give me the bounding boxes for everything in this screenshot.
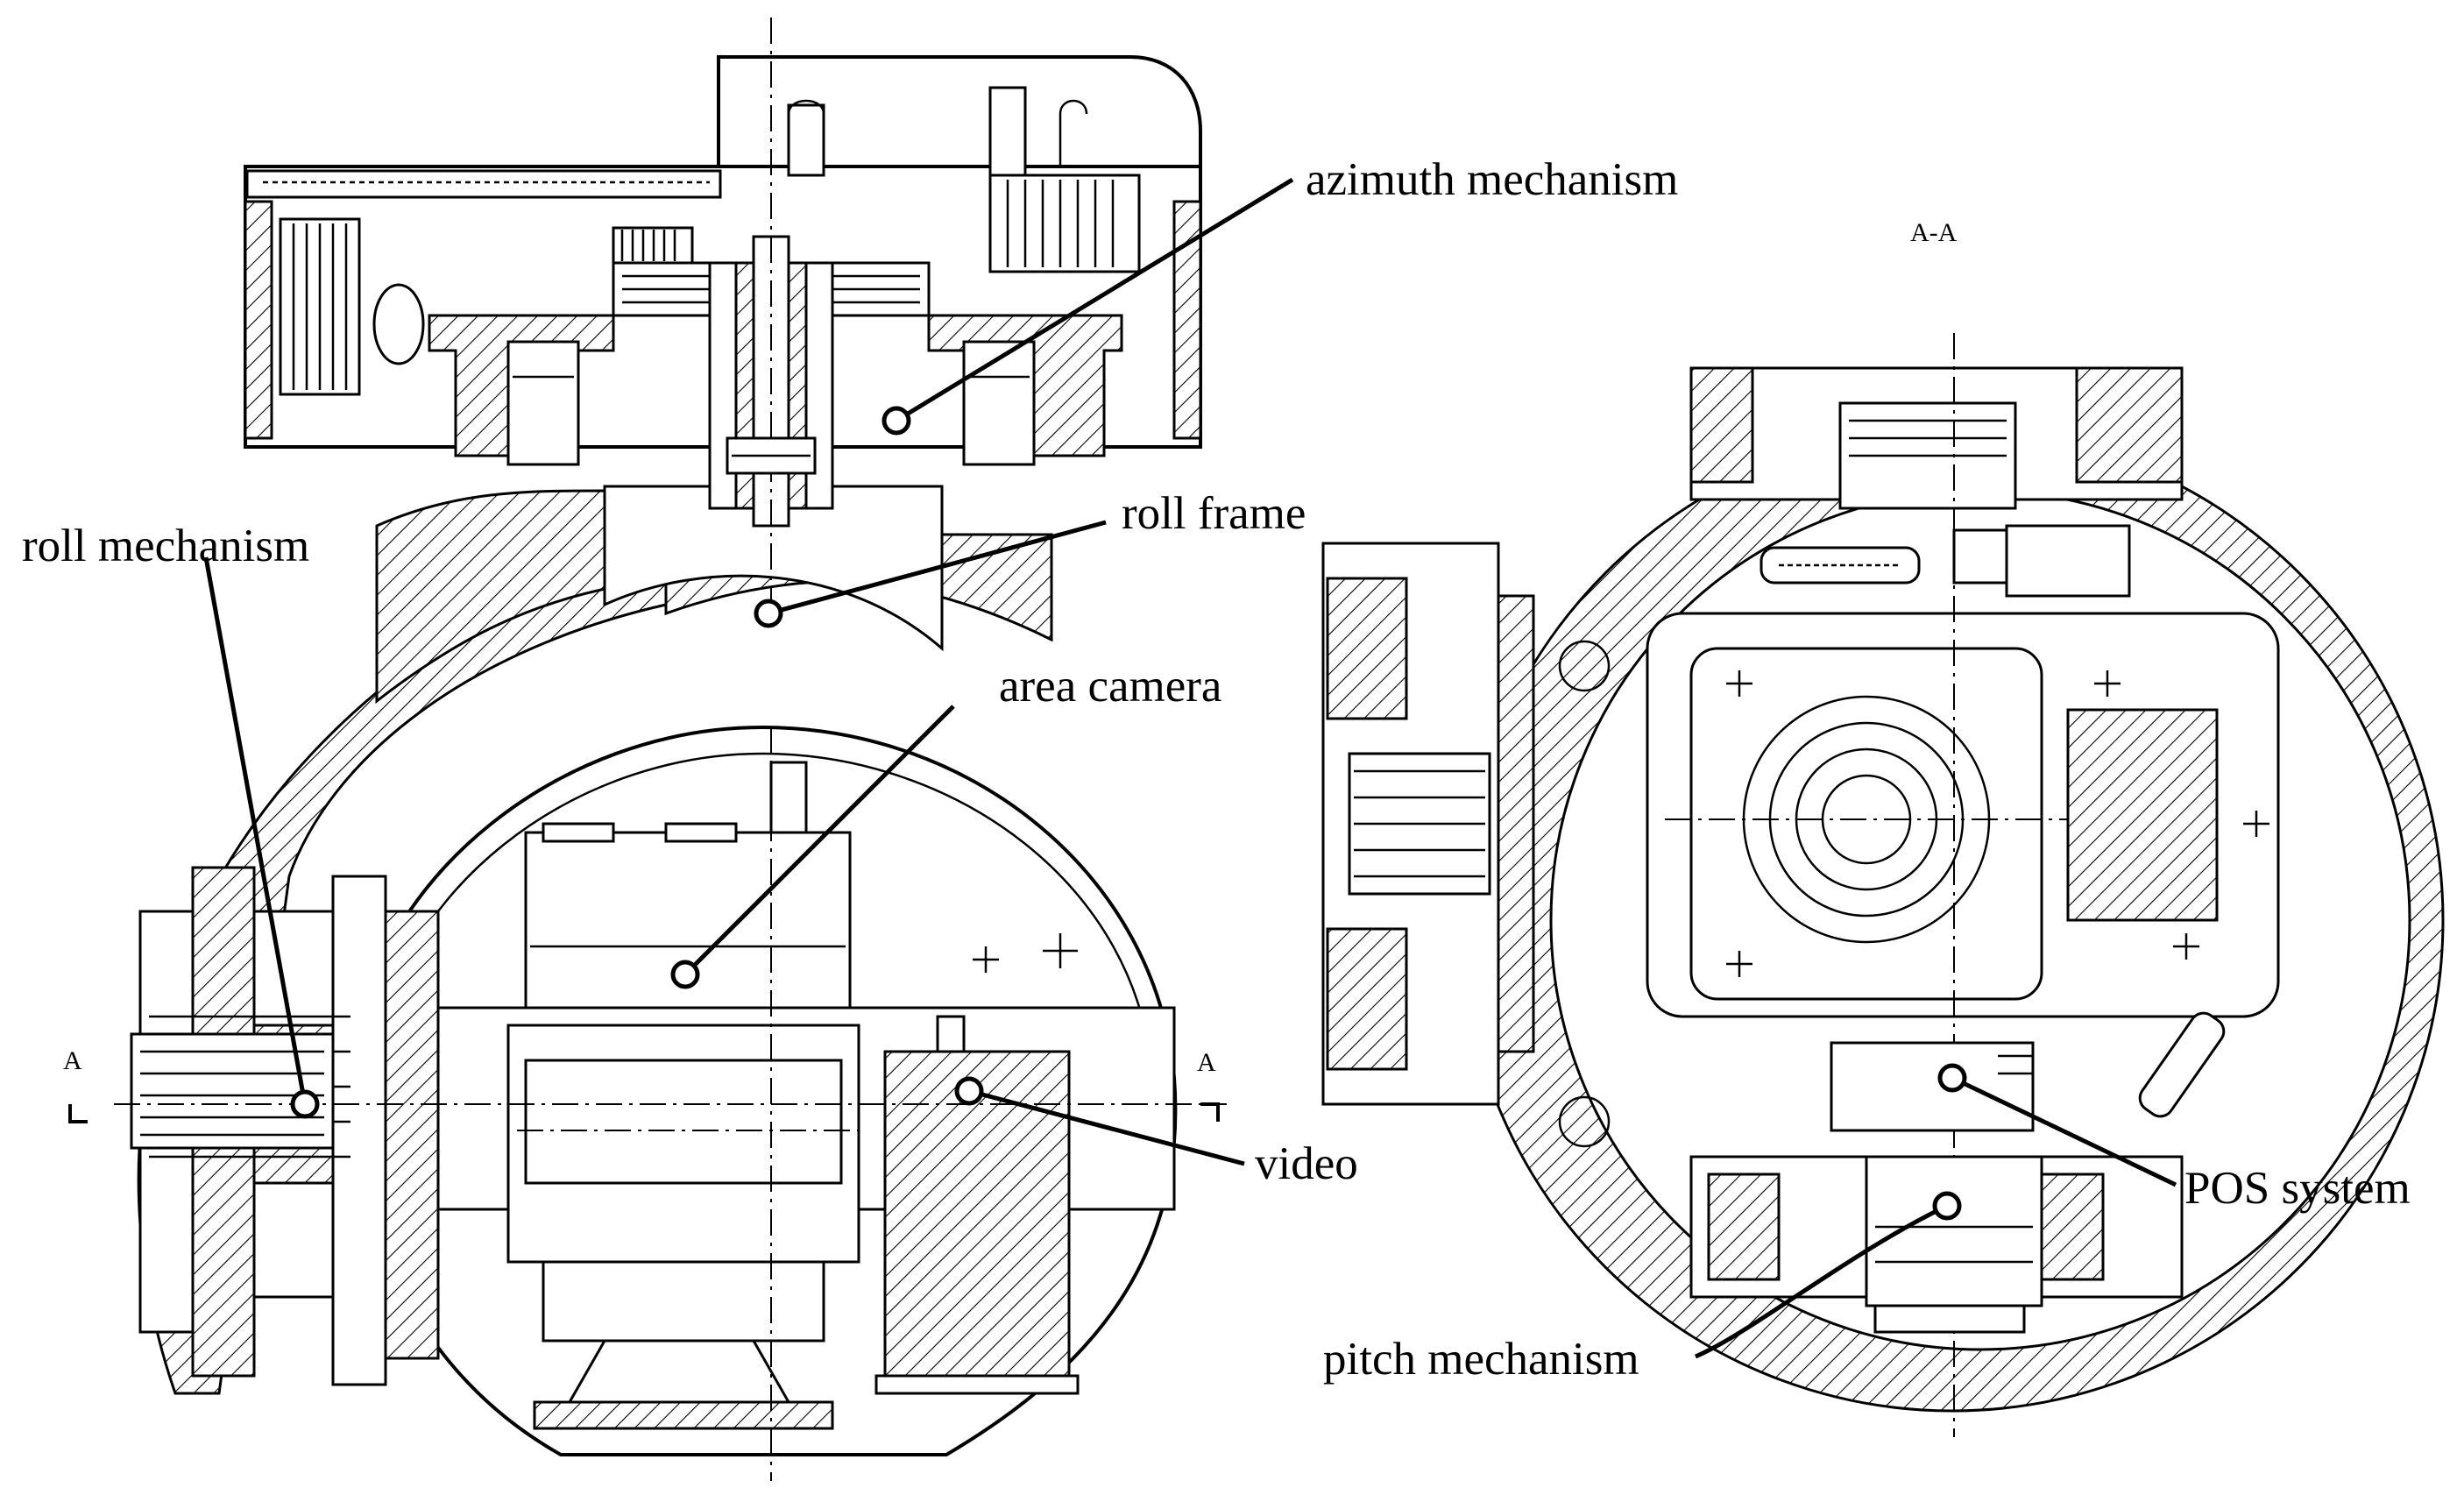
pitch-mechanism-block xyxy=(1689,1155,2184,1334)
right-section-view: A-A xyxy=(1321,218,2445,1437)
label-pos-system: POS system xyxy=(2184,1163,2411,1214)
dot-pitch-mechanism xyxy=(1932,1191,1962,1221)
leader-video xyxy=(968,1088,1245,1166)
label-pitch-mechanism: pitch mechanism xyxy=(1323,1334,1639,1385)
leader-pos-system xyxy=(1951,1075,2177,1187)
dot-area-camera xyxy=(670,960,700,989)
label-roll-mechanism: roll mechanism xyxy=(22,521,309,571)
right-hatched-block xyxy=(2066,708,2219,922)
leader-roll-mechanism xyxy=(203,556,308,1105)
roll-frame-inner-arc xyxy=(603,485,944,652)
label-azimuth-mechanism: azimuth mechanism xyxy=(1306,154,1678,205)
section-mark-aa: A-A xyxy=(1910,218,1958,247)
leader-pitch-mechanism xyxy=(1695,1203,1949,1359)
video-camera-body xyxy=(874,1015,1080,1395)
dot-pos-system xyxy=(1937,1063,1967,1093)
leader-azimuth xyxy=(895,177,1294,423)
leader-roll-frame xyxy=(768,520,1107,616)
left-assembly-view: A A xyxy=(63,18,1227,1481)
dot-azimuth xyxy=(882,406,911,436)
right-crosshair-marks xyxy=(1558,640,2269,1148)
area-camera-body xyxy=(506,761,860,1430)
label-area-camera: area camera xyxy=(999,661,1221,712)
section-arrow-left xyxy=(68,1104,88,1123)
dot-video xyxy=(954,1076,984,1106)
leader-lines xyxy=(203,177,2177,1359)
leader-area-camera xyxy=(683,705,955,976)
connector-side xyxy=(2138,1011,2226,1118)
pos-system-box xyxy=(1830,1041,2035,1132)
section-letter-left: A xyxy=(63,1046,82,1075)
label-video: video xyxy=(1255,1138,1358,1189)
roll-mechanism-stack xyxy=(130,866,440,1386)
dot-roll-mechanism xyxy=(290,1089,320,1119)
azimuth-housing xyxy=(244,55,1202,466)
side-flange xyxy=(1321,542,1535,1106)
callout-labels: azimuth mechanism roll frame roll mechan… xyxy=(22,154,2411,1385)
section-letter-right: A xyxy=(1197,1048,1216,1077)
azimuth-spindle xyxy=(708,18,834,605)
label-roll-frame: roll frame xyxy=(1122,488,1306,539)
section-arrow-right xyxy=(1200,1102,1220,1122)
dot-roll-frame xyxy=(754,599,783,628)
